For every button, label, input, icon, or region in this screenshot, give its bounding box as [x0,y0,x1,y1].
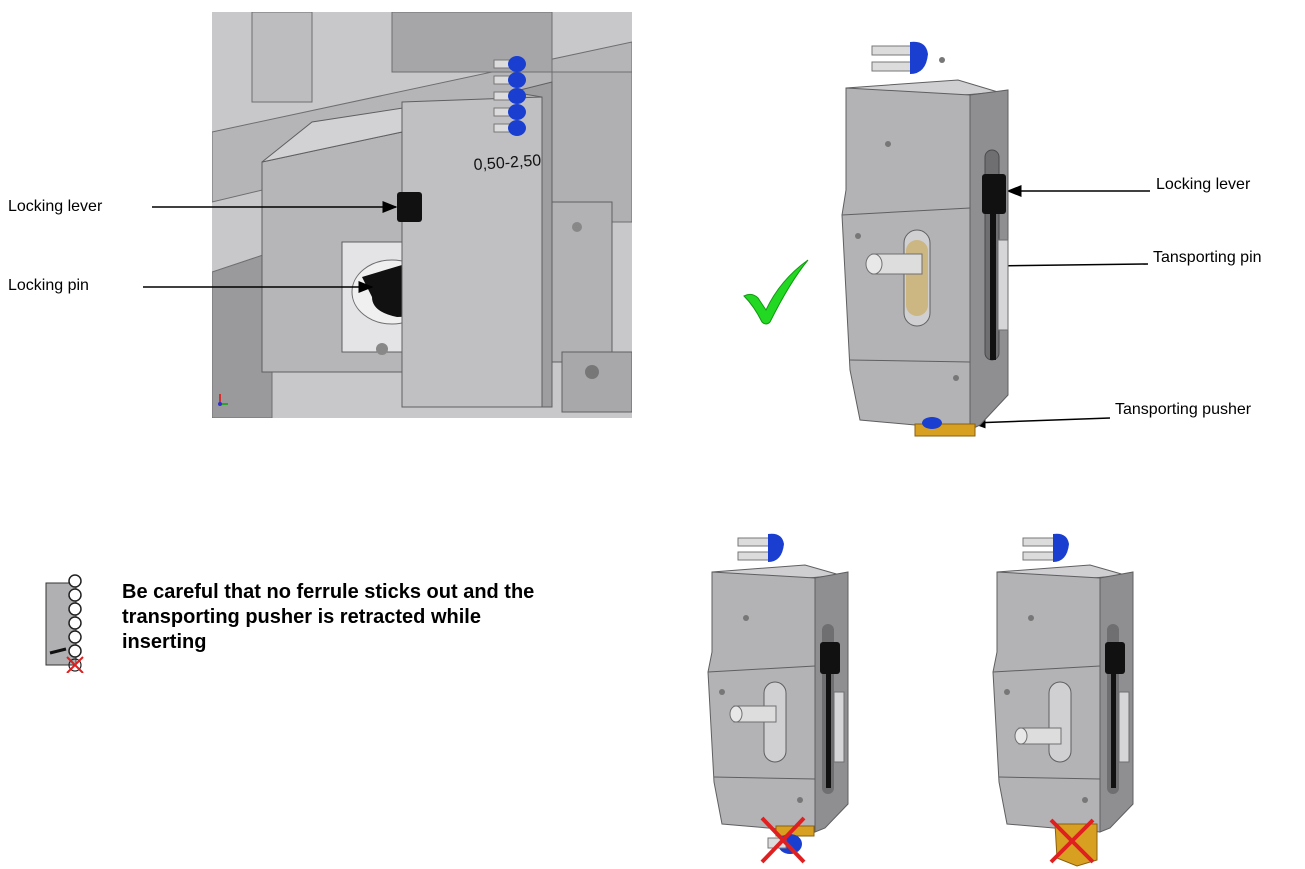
label-transporting-pin: Tansporting pin [1153,249,1262,266]
holder-correct [841,41,1009,437]
red-x-icon [760,816,806,864]
cad-machine-view: 0,50-2,50 [212,12,632,418]
label-locking-lever-right: Locking lever [1156,176,1251,193]
label-locking-pin: Locking pin [8,277,89,294]
arrow-transporting-pusher [970,416,1111,429]
ferrule-column-icon [45,574,84,673]
green-checkmark-icon [743,259,809,325]
warning-text: Be careful that no ferrule sticks out an… [122,581,535,653]
holder-bad-pusher [992,533,1134,867]
holder-bad-ferrule [707,533,849,864]
red-x-icon [1049,818,1095,864]
label-locking-lever-left: Locking lever [8,198,103,215]
label-transporting-pusher: Tansporting pusher [1115,401,1252,418]
engraving-text: 0,50-2,50 [473,152,542,174]
